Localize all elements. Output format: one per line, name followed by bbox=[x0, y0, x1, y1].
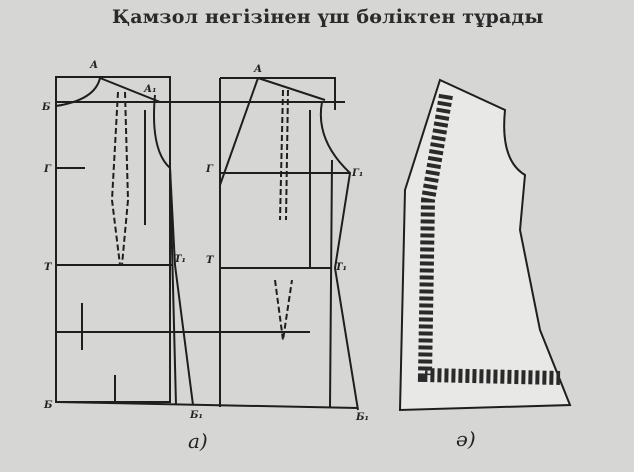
caption-a: а) bbox=[188, 429, 208, 453]
vest-finished-piece bbox=[398, 78, 572, 412]
point-b-bottom-label: Б bbox=[43, 400, 53, 411]
point-t-label: Т bbox=[44, 262, 53, 273]
front-point-t-label: Т bbox=[206, 255, 215, 266]
front-pattern-draft bbox=[219, 77, 359, 411]
point-t1-label: Т₁ bbox=[174, 254, 186, 265]
page-title: Қамзол негізінен үш бөліктен тұрады bbox=[112, 6, 544, 28]
point-a-label: А bbox=[89, 60, 98, 71]
point-b1-label: Б₁ bbox=[189, 410, 203, 421]
front-point-a-label: А bbox=[253, 64, 262, 75]
front-point-t1-label: Т₁ bbox=[335, 262, 347, 273]
point-b-label: Б bbox=[41, 102, 51, 113]
back-pattern-draft bbox=[55, 76, 359, 409]
front-point-b1-label: Б₁ bbox=[355, 412, 369, 423]
point-a1-label: А₁ bbox=[143, 84, 157, 95]
point-g-label: Г bbox=[43, 164, 52, 175]
front-point-g1-label: Г₁ bbox=[351, 168, 363, 179]
caption-ae: ә) bbox=[456, 427, 476, 451]
front-point-g-label: Г bbox=[205, 164, 214, 175]
